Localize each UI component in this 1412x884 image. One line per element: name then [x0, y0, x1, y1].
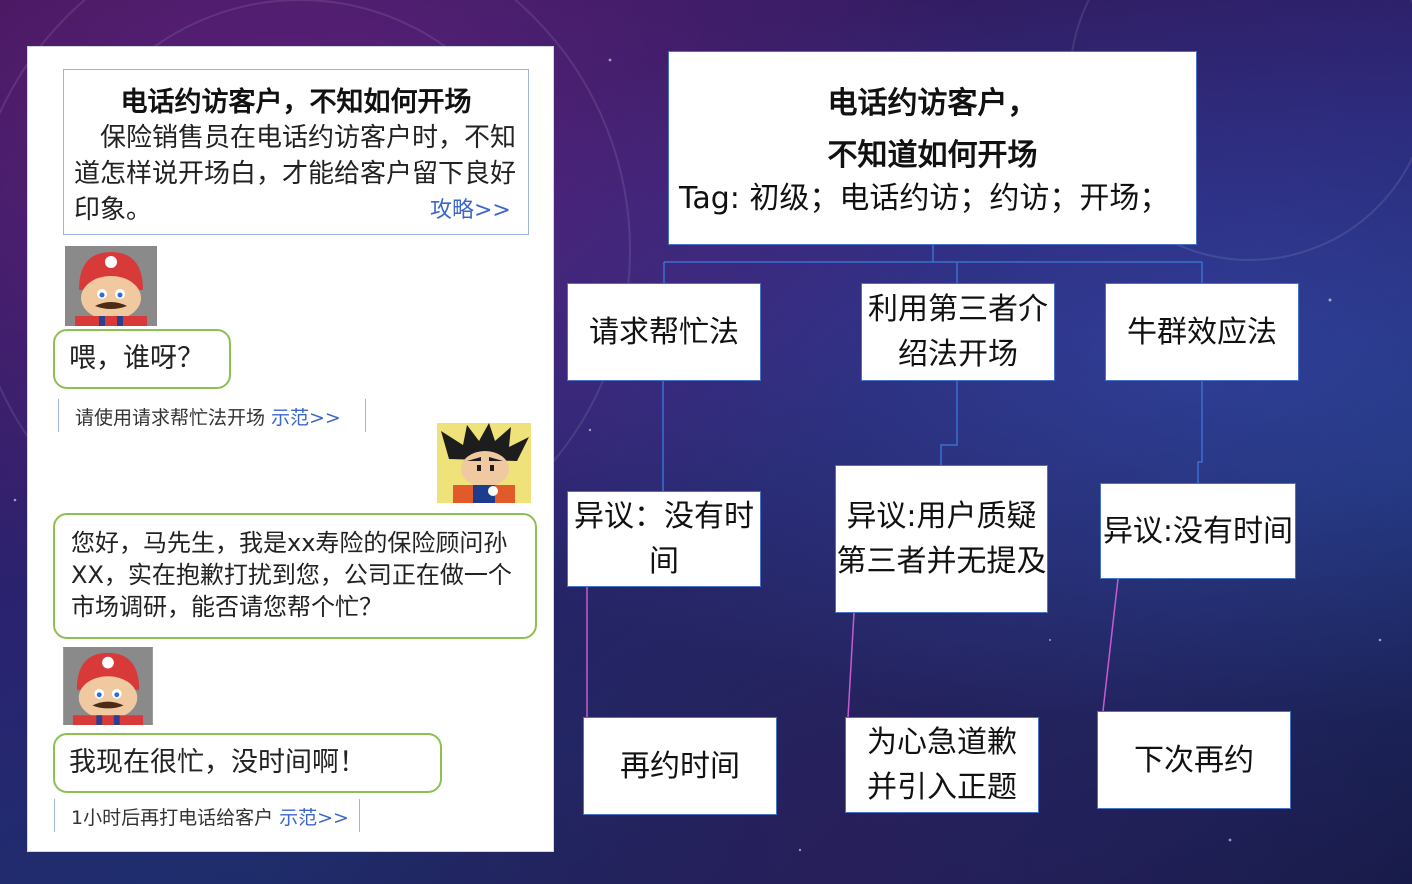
demo-link-1[interactable]: 示范>> — [271, 407, 341, 429]
objection-node-1-label: 异议：没有时间 — [574, 499, 754, 579]
method-node-3: 牛群效应法 — [1105, 283, 1299, 381]
customer-message-2: 我现在很忙，没时间啊！ — [53, 733, 442, 793]
customer-avatar — [65, 246, 157, 326]
customer-message-1-text: 喂，谁呀？ — [69, 343, 204, 374]
agent-message-text: 您好，马先生，我是xx寿险的保险顾问孙XX，实在抱歉打扰到您，公司正在做一个市场… — [71, 529, 512, 621]
response-node-1-label: 再约时间 — [620, 748, 740, 784]
demo-link-2[interactable]: 示范>> — [279, 807, 349, 829]
connector-objection-3-response — [1102, 578, 1119, 712]
objection-node-3-label: 异议:没有时间 — [1102, 513, 1294, 549]
response-node-2: 为心急道歉并引入正题 — [845, 717, 1039, 813]
hint-2-text: 1小时后再打电话给客户 — [71, 807, 274, 829]
response-node-3: 下次再约 — [1097, 711, 1291, 809]
root-node: 电话约访客户， 不知道如何开场 Tag: 初级；电话约访；约访；开场； — [668, 51, 1197, 245]
root-title: 电话约访客户， 不知道如何开场 — [669, 78, 1196, 182]
method-node-2-label: 利用第三者介绍法开场 — [868, 292, 1048, 372]
agent-avatar — [437, 423, 531, 503]
hint-2: 1小时后再打电话给客户示范>> — [54, 799, 360, 832]
connector-method-3-objection — [1197, 380, 1203, 483]
customer-message-2-text: 我现在很忙，没时间啊！ — [69, 747, 366, 778]
root-title-line-1: 电话约访客户， — [827, 86, 1038, 121]
root-title-line-2: 不知道如何开场 — [827, 138, 1038, 173]
intro-title: 电话约访客户，不知如何开场 — [120, 87, 472, 118]
customer-avatar — [61, 647, 155, 725]
method-node-1-label: 请求帮忙法 — [589, 314, 739, 350]
response-node-2-label: 为心急道歉并引入正题 — [867, 725, 1017, 805]
objection-node-2-label: 异议:用户质疑第三者并无提及 — [836, 499, 1047, 579]
connector-objection-2-response — [847, 612, 855, 718]
customer-message-1: 喂，谁呀？ — [53, 329, 231, 389]
intro-body: 保险销售员在电话约访客户时，不知道怎样说开场白，才能给客户留下良好印象。 — [74, 123, 517, 225]
intro-card: 电话约访客户，不知如何开场 保险销售员在电话约访客户时，不知道怎样说开场白，才能… — [63, 69, 529, 235]
objection-node-1: 异议：没有时间 — [567, 491, 761, 587]
hint-1-text: 请使用请求帮忙法开场 — [75, 407, 266, 429]
root-tags: Tag: 初级；电话约访；约访；开场； — [679, 181, 1170, 216]
objection-node-3: 异议:没有时间 — [1100, 483, 1296, 579]
response-node-1: 再约时间 — [583, 717, 777, 815]
connector-method-2-objection — [940, 380, 958, 465]
chat-panel: 电话约访客户，不知如何开场 保险销售员在电话约访客户时，不知道怎样说开场白，才能… — [27, 46, 554, 852]
response-node-3-label: 下次再约 — [1134, 742, 1254, 778]
objection-node-2: 异议:用户质疑第三者并无提及 — [835, 465, 1048, 613]
method-node-3-label: 牛群效应法 — [1127, 314, 1277, 350]
hint-1: 请使用请求帮忙法开场示范>> — [58, 399, 366, 432]
method-node-1: 请求帮忙法 — [567, 283, 761, 381]
method-node-2: 利用第三者介绍法开场 — [861, 283, 1055, 381]
agent-message: 您好，马先生，我是xx寿险的保险顾问孙XX，实在抱歉打扰到您，公司正在做一个市场… — [53, 513, 537, 639]
strategy-link[interactable]: 攻略>> — [430, 198, 511, 223]
